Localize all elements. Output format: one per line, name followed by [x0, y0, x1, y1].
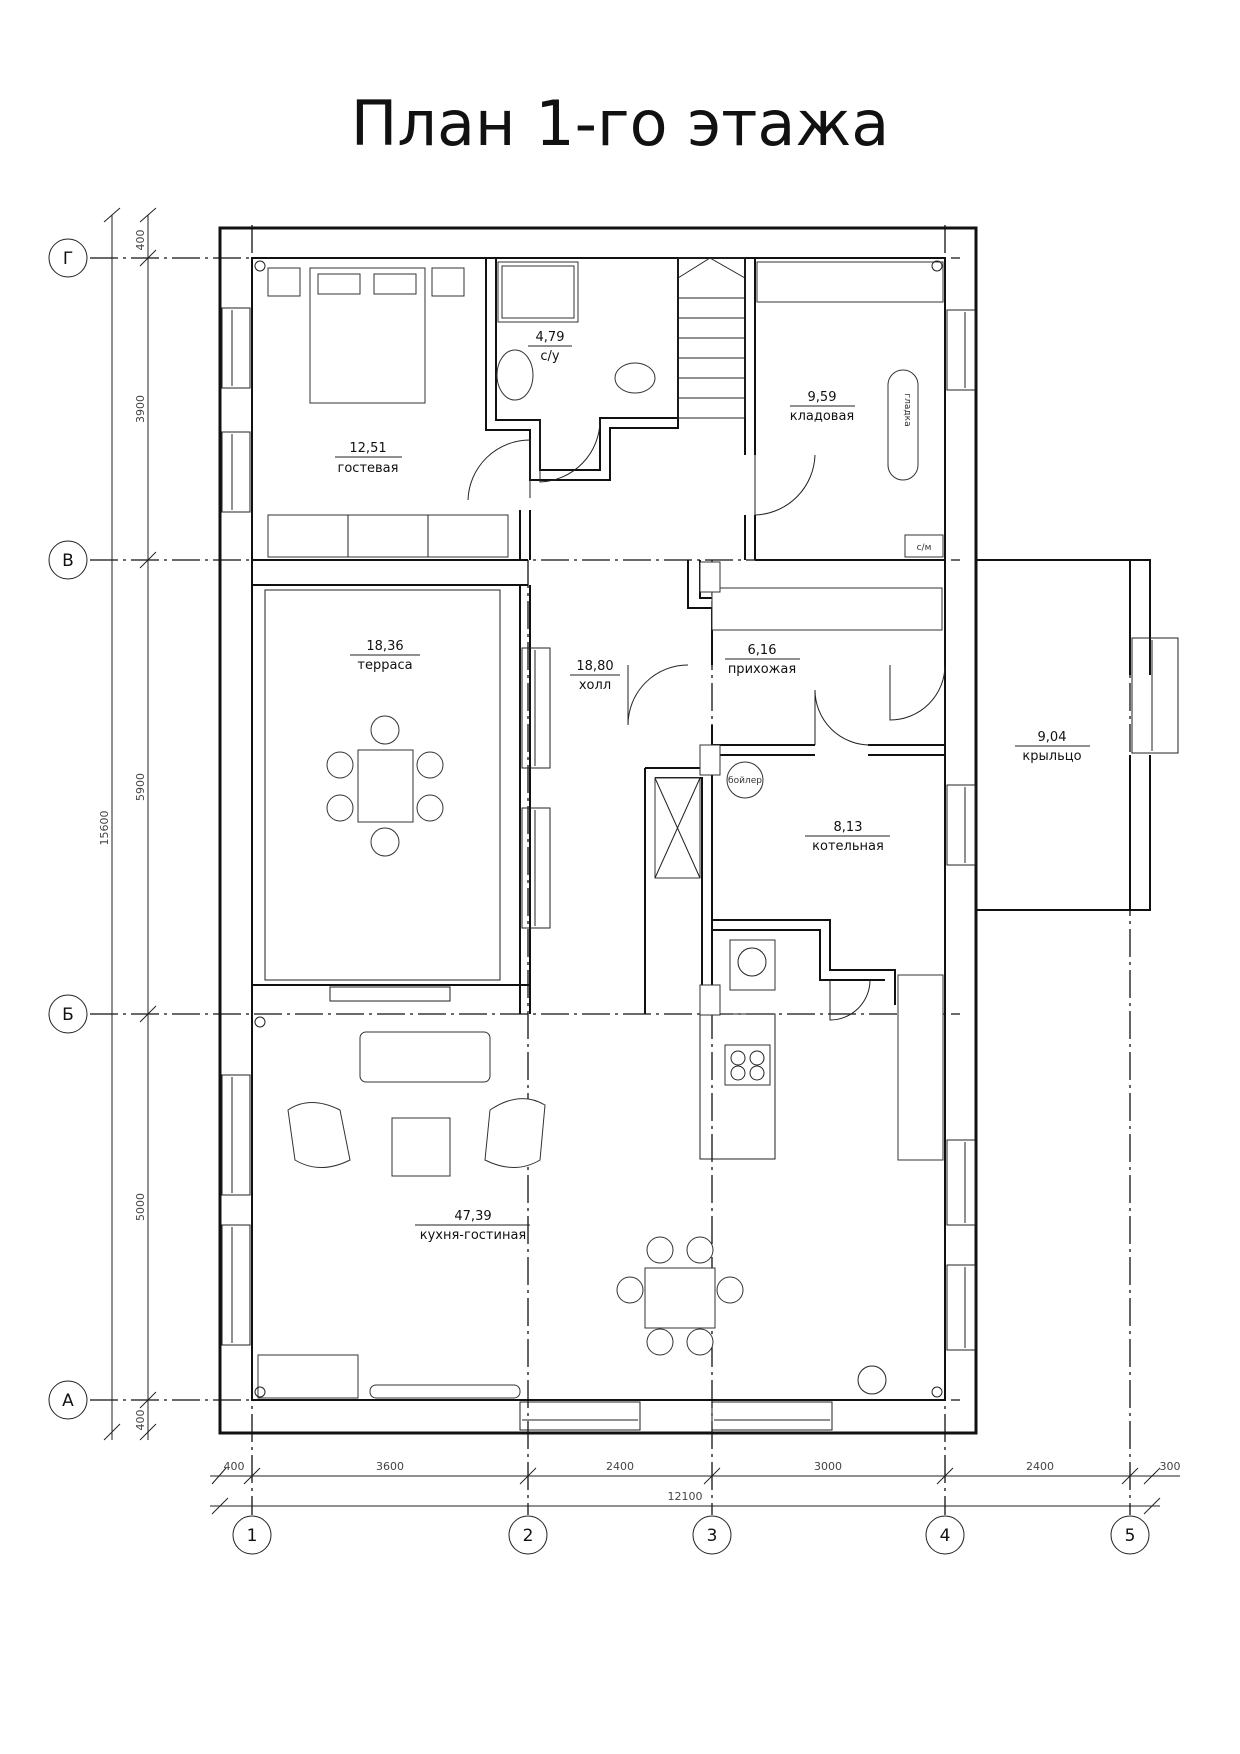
axis-label-col-1: 1 — [247, 1526, 258, 1546]
living-furniture — [257, 1031, 887, 1399]
boiler-room-name: котельная — [812, 839, 884, 854]
entry-area: 6,16 — [748, 643, 777, 658]
structural-columns — [254, 260, 943, 1398]
dim-h-2400-b: 2400 — [1026, 1460, 1054, 1473]
axis-label-col-2: 2 — [523, 1526, 534, 1546]
kitchen-area: 47,39 — [454, 1209, 491, 1224]
axis-label-col-4: 4 — [940, 1526, 951, 1546]
boiler-label: бойлер — [728, 776, 762, 786]
storage-area: 9,59 — [808, 390, 837, 405]
axis-label-row-v: В — [62, 551, 74, 571]
dim-h-2400-a: 2400 — [606, 1460, 634, 1473]
dim-h-300: 300 — [1160, 1460, 1181, 1473]
dim-v-5000: 5000 — [134, 1193, 147, 1221]
axis-label-row-g: Г — [63, 249, 73, 269]
guest-wardrobe — [267, 514, 509, 558]
vertical-dimensions: 400 3900 5900 5000 400 15600 — [98, 207, 157, 1441]
dim-v-total: 15600 — [98, 811, 111, 846]
staircase — [677, 257, 746, 419]
dim-h-3600: 3600 — [376, 1460, 404, 1473]
storage-shelves: гладка с/м — [756, 261, 944, 558]
hall-area: 18,80 — [576, 659, 613, 674]
boiler-room-area: 8,13 — [834, 820, 863, 835]
dim-h-total: 12100 — [668, 1490, 703, 1503]
washer-label: с/м — [917, 543, 932, 553]
ironing-label: гладка — [902, 393, 912, 426]
doors — [467, 419, 946, 1021]
entry-wardrobe — [711, 587, 943, 631]
porch-name: крыльцо — [1022, 749, 1081, 764]
dim-h-3000: 3000 — [814, 1460, 842, 1473]
axis-label-col-3: 3 — [707, 1526, 718, 1546]
dim-v-400-bottom: 400 — [134, 1410, 147, 1431]
kitchen-name: кухня-гостиная — [420, 1228, 527, 1243]
bath-fixtures — [496, 261, 656, 401]
terrace-area: 18,36 — [366, 639, 403, 654]
dim-h-400: 400 — [224, 1460, 245, 1473]
row-axis-markers: Г В Б А — [48, 238, 88, 1420]
terrace-table — [264, 589, 501, 981]
boiler-fixtures: бойлер — [654, 761, 764, 879]
windows — [221, 307, 1179, 1431]
guest-bed — [267, 267, 465, 404]
exterior-walls — [218, 226, 978, 1435]
guest-area: 12,51 — [349, 441, 386, 456]
hall-name: холл — [579, 678, 611, 693]
page-title: План 1-го этажа — [351, 87, 890, 160]
axis-label-col-5: 5 — [1125, 1526, 1136, 1546]
dim-v-400-top: 400 — [134, 230, 147, 251]
column-axis-markers: 1 2 3 4 5 — [232, 1515, 1150, 1555]
entry-name: прихожая — [728, 662, 796, 677]
storage-name: кладовая — [790, 409, 855, 424]
dim-v-3900: 3900 — [134, 395, 147, 423]
kitchen-fixtures — [699, 939, 944, 1161]
bath-name: с/у — [540, 349, 560, 364]
room-labels: 12,51 гостевая 4,79 с/у 9,59 кладовая 18… — [335, 330, 1090, 1243]
bath-area: 4,79 — [536, 330, 565, 345]
axis-label-row-b: Б — [62, 1005, 74, 1025]
horizontal-dimensions: 400 3600 2400 3000 2400 300 12100 — [210, 1460, 1181, 1515]
axis-label-row-a: А — [62, 1391, 74, 1411]
dim-v-5900: 5900 — [134, 773, 147, 801]
terrace-name: терраса — [357, 658, 412, 673]
porch-area: 9,04 — [1038, 730, 1067, 745]
guest-name: гостевая — [338, 461, 399, 476]
